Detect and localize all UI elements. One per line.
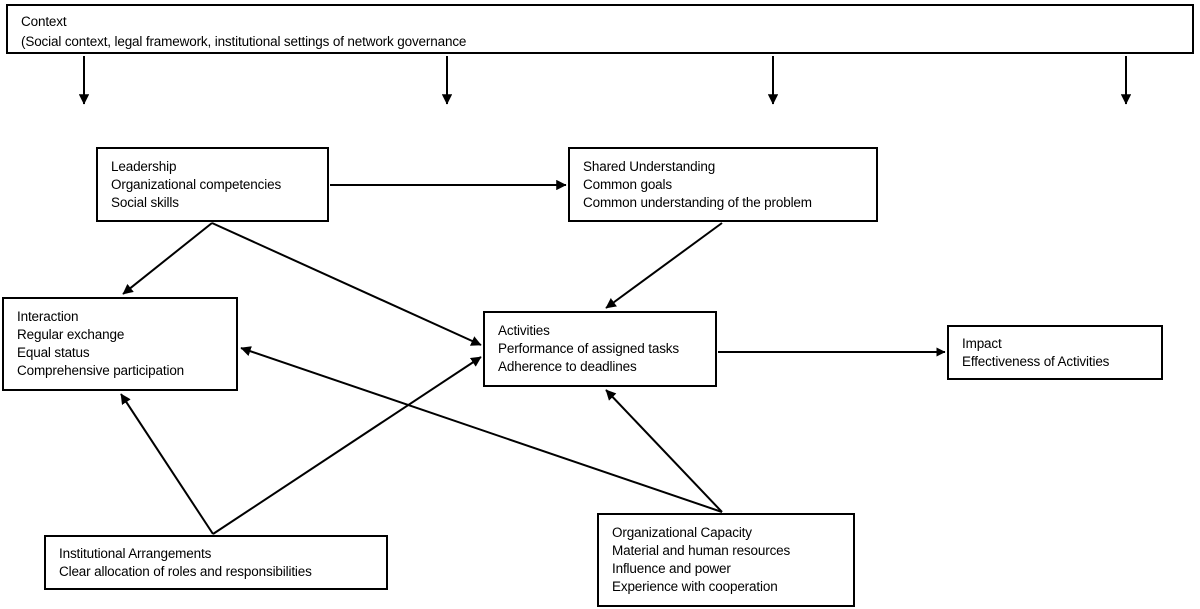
node-context-line-1: Context	[21, 14, 67, 29]
edge-leadership-to-activities	[211, 222, 482, 346]
edge-shared-understanding-to-activities	[605, 222, 723, 309]
edge-leadership-to-interaction	[122, 222, 213, 295]
node-organizational-capacity-line-4: Experience with cooperation	[612, 579, 778, 594]
node-activities-line-3: Adherence to deadlines	[498, 359, 637, 374]
node-leadership-line-2: Organizational competencies	[111, 176, 282, 192]
node-impact[interactable]: Impact Effectiveness of Activities	[947, 325, 1163, 380]
node-context-line-2: (Social context, legal framework, instit…	[21, 34, 467, 49]
node-impact-line-2: Effectiveness of Activities	[962, 353, 1110, 369]
node-interaction-line-4: Comprehensive participation	[17, 363, 185, 378]
node-organizational-capacity[interactable]: Organizational Capacity Material and hum…	[597, 513, 855, 607]
node-shared-understanding[interactable]: Shared Understanding Common goals Common…	[568, 147, 878, 222]
edge-institutional-arrangements-to-interaction	[120, 393, 214, 535]
node-interaction-line-3: Equal status	[17, 345, 90, 360]
node-activities-line-2: Performance of assigned tasks	[498, 341, 679, 356]
node-activities-line-1: Activities	[498, 323, 550, 338]
node-context[interactable]: Context (Social context, legal framework…	[6, 4, 1194, 54]
node-leadership-line-1: Leadership	[111, 158, 177, 174]
node-impact-line-1: Impact	[962, 335, 1002, 351]
node-institutional-arrangements[interactable]: Institutional Arrangements Clear allocat…	[44, 535, 388, 590]
node-shared-understanding-line-3: Common understanding of the problem	[583, 194, 812, 210]
node-shared-understanding-line-1: Shared Understanding	[583, 158, 716, 174]
node-organizational-capacity-line-1: Organizational Capacity	[612, 525, 752, 540]
node-institutional-arrangements-line-1: Institutional Arrangements	[59, 545, 212, 561]
edge-institutional-arrangements-to-activities	[212, 356, 482, 535]
node-institutional-arrangements-line-2: Clear allocation of roles and responsibi…	[59, 563, 312, 579]
node-activities[interactable]: Activities Performance of assigned tasks…	[483, 311, 717, 387]
node-organizational-capacity-line-2: Material and human resources	[612, 543, 791, 558]
node-interaction[interactable]: Interaction Regular exchange Equal statu…	[2, 297, 238, 391]
node-organizational-capacity-line-3: Influence and power	[612, 561, 731, 576]
node-shared-understanding-line-2: Common goals	[583, 176, 672, 192]
node-interaction-line-2: Regular exchange	[17, 327, 125, 342]
node-interaction-line-1: Interaction	[17, 309, 79, 324]
edge-organizational-capacity-to-activities	[605, 389, 723, 513]
node-leadership[interactable]: Leadership Organizational competencies S…	[96, 147, 329, 222]
node-leadership-line-3: Social skills	[111, 194, 179, 210]
